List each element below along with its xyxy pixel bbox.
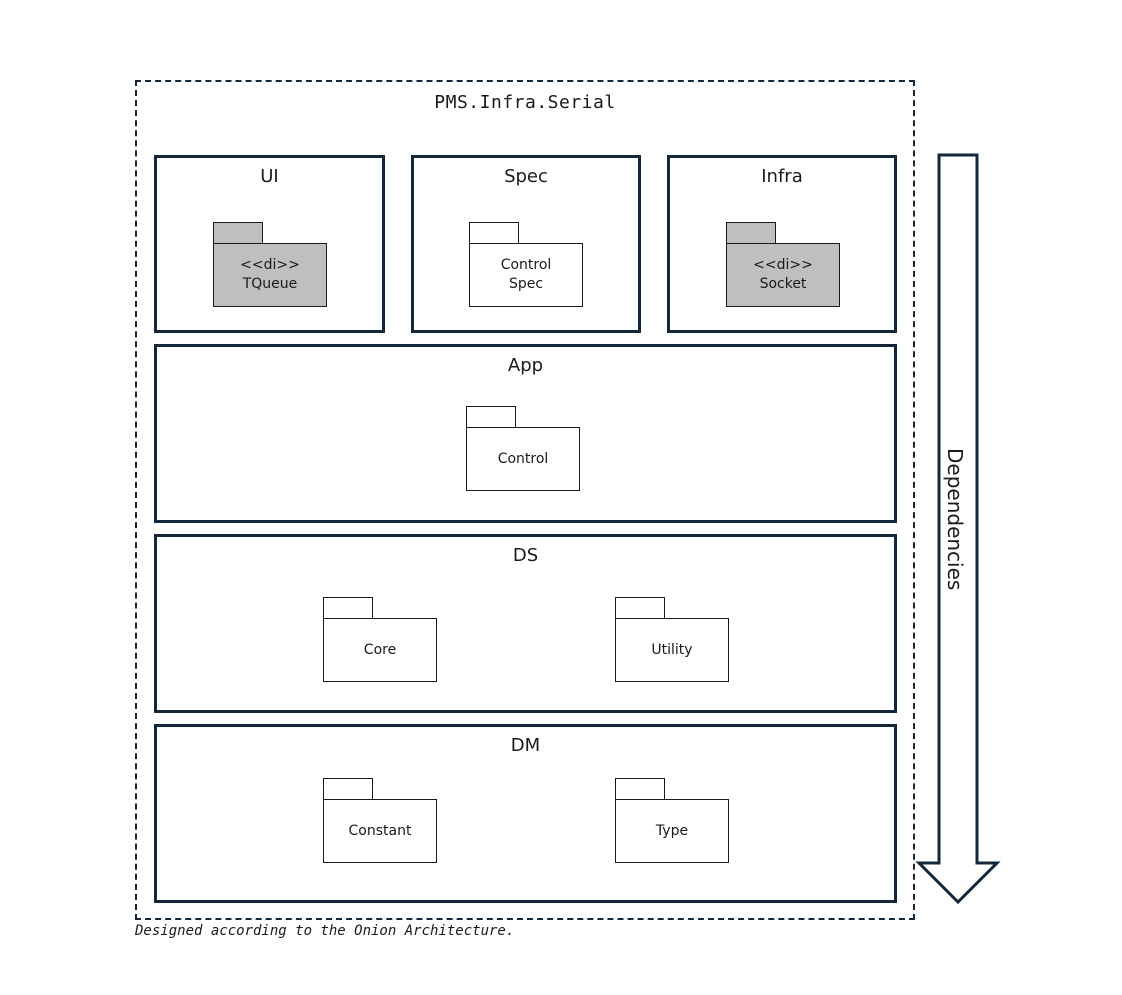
layer-ds: DS Core Utility	[154, 534, 897, 713]
package-tab	[615, 597, 665, 619]
package-stereotype: <<di>>	[240, 257, 300, 273]
package-constant: Constant	[323, 778, 437, 863]
package-control-spec: Control Spec	[469, 222, 583, 307]
dependency-arrow-icon	[915, 153, 1001, 905]
package-tab	[726, 222, 776, 244]
layer-infra-title: Infra	[761, 166, 803, 187]
layer-ds-title: DS	[512, 545, 539, 566]
package-tab	[213, 222, 263, 244]
layer-ui-title: UI	[260, 166, 279, 187]
package-name: Control	[497, 450, 549, 467]
layer-app-title: App	[507, 355, 544, 376]
layer-infra: Infra <<di>> Socket	[667, 155, 897, 333]
layer-app: App Control	[154, 344, 897, 523]
package-body: Constant	[323, 799, 437, 863]
namespace-container: PMS.Infra.Serial	[135, 80, 915, 920]
layer-dm: DM Constant Type	[154, 724, 897, 903]
package-tab	[469, 222, 519, 244]
package-tqueue: <<di>> TQueue	[213, 222, 327, 307]
package-control: Control	[466, 406, 580, 491]
package-body: <<di>> Socket	[726, 243, 840, 307]
package-name-line2: Spec	[508, 276, 544, 292]
package-name-line1: Control	[500, 257, 552, 273]
layer-dm-title: DM	[510, 735, 541, 756]
package-tab	[323, 778, 373, 800]
diagram-caption: Designed according to the Onion Architec…	[135, 923, 515, 939]
package-tab	[323, 597, 373, 619]
layer-spec: Spec Control Spec	[411, 155, 641, 333]
package-body: Type	[615, 799, 729, 863]
dependencies-label: Dependencies	[943, 448, 967, 591]
package-body: Core	[323, 618, 437, 682]
package-name: TQueue	[242, 276, 298, 292]
package-body: Control Spec	[469, 243, 583, 307]
package-name: Type	[655, 822, 689, 839]
package-stereotype: <<di>>	[753, 257, 813, 273]
package-name: Utility	[651, 641, 693, 658]
package-utility: Utility	[615, 597, 729, 682]
package-socket: <<di>> Socket	[726, 222, 840, 307]
package-body: Utility	[615, 618, 729, 682]
package-body: Control	[466, 427, 580, 491]
package-core: Core	[323, 597, 437, 682]
layer-ui: UI <<di>> TQueue	[154, 155, 385, 333]
package-tab	[466, 406, 516, 428]
package-tab	[615, 778, 665, 800]
package-body: <<di>> TQueue	[213, 243, 327, 307]
package-name: Constant	[348, 822, 412, 839]
layer-spec-title: Spec	[504, 166, 548, 187]
package-name: Core	[363, 641, 397, 658]
namespace-title: PMS.Infra.Serial	[434, 92, 616, 113]
package-type: Type	[615, 778, 729, 863]
package-name: Socket	[759, 276, 807, 292]
